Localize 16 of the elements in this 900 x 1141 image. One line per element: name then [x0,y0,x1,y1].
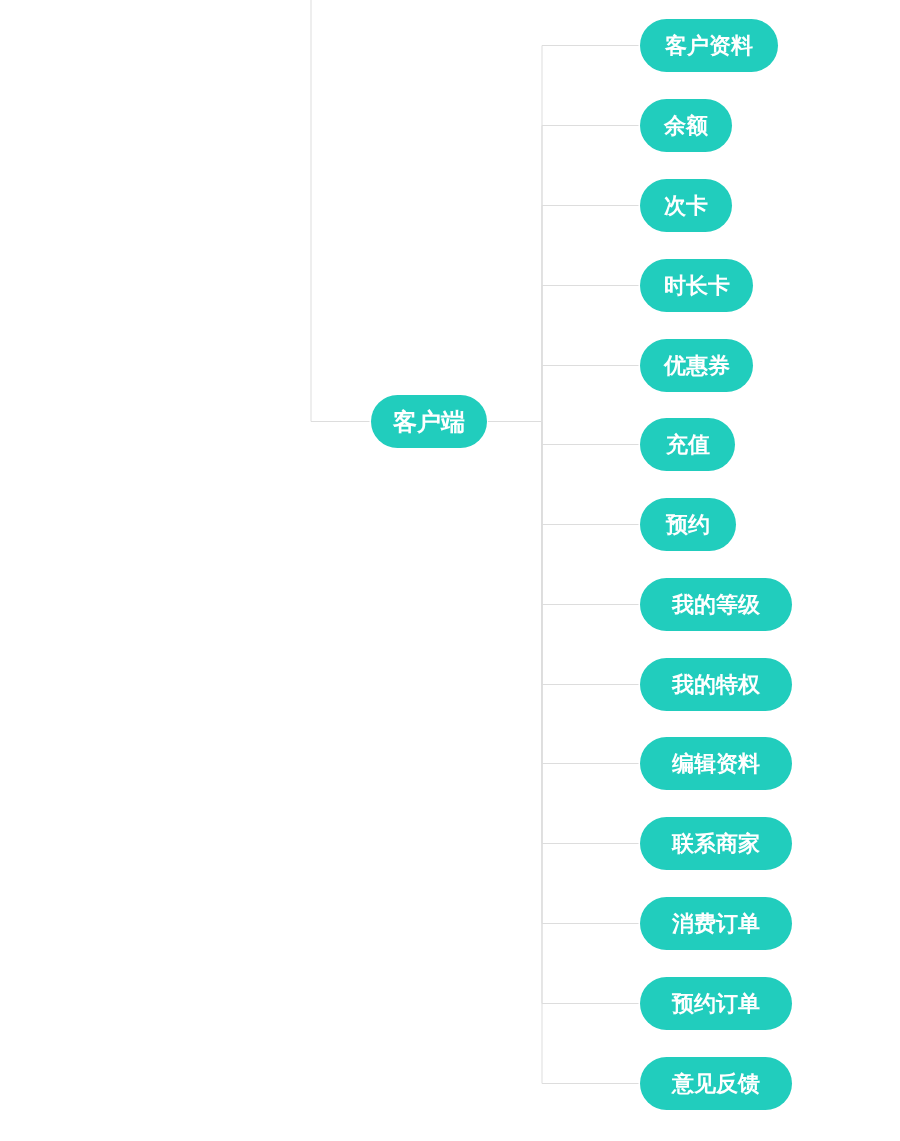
subtopic-pill: 次卡 [640,179,732,232]
subtopic-pill: 充值 [640,418,735,471]
subtopic-pill: 时长卡 [640,259,753,312]
root-topic-pill: 客户端 [371,395,487,448]
subtopic-pill: 余额 [640,99,732,152]
subtopic-pill: 客户资料 [640,19,778,72]
subtopic-pill: 编辑资料 [640,737,792,790]
connector-line [310,0,370,422]
subtopic-pill: 预约订单 [640,977,792,1030]
subtopic-pill: 意见反馈 [640,1057,792,1110]
subtopic-pill: 我的特权 [640,658,792,711]
subtopic-pill: 预约 [640,498,736,551]
subtopic-pill: 优惠券 [640,339,753,392]
subtopic-pill: 联系商家 [640,817,792,870]
subtopic-pill: 消费订单 [640,897,792,950]
subtopic-pill: 我的等级 [640,578,792,631]
